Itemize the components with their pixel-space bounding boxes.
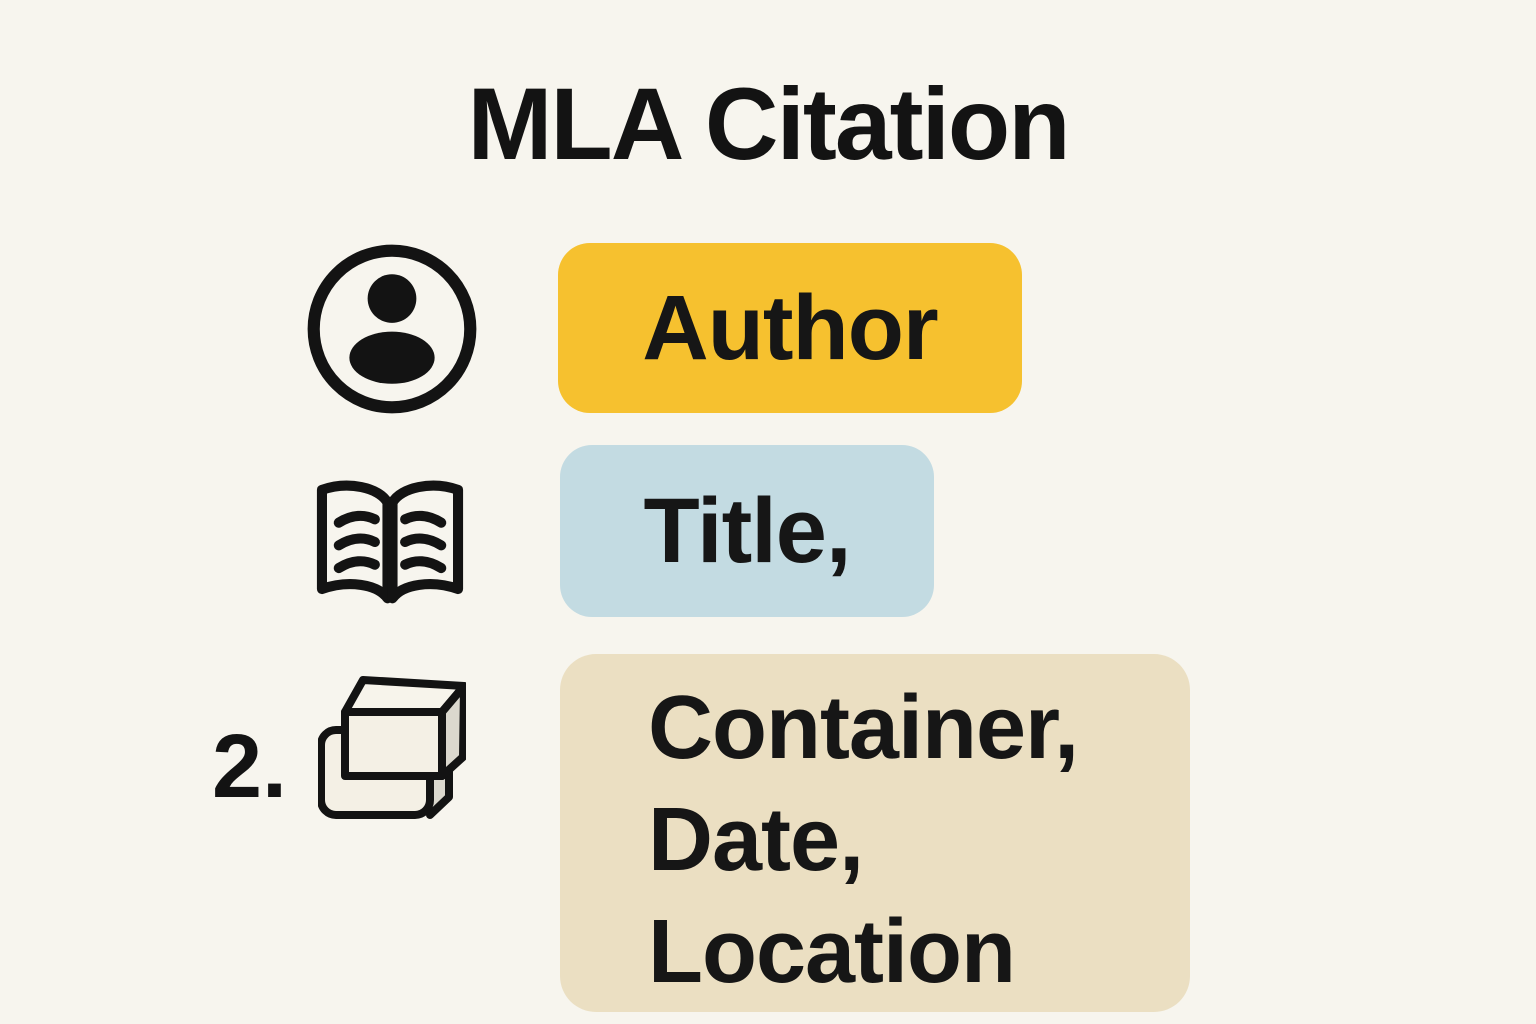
container-badge: Container, Date, Location (560, 654, 1190, 1012)
author-label: Author (642, 276, 938, 379)
author-badge: Author (558, 243, 1022, 413)
person-icon (307, 244, 477, 414)
open-book-icon (316, 480, 464, 604)
page-title: MLA Citation (467, 67, 1070, 181)
title-badge: Title, (560, 445, 934, 617)
container-label-line2: Date, (648, 790, 864, 890)
container-label-line1: Container, (648, 678, 1079, 778)
title-label: Title, (643, 479, 851, 582)
stacked-boxes-icon (318, 676, 466, 819)
container-label-line3: Location (648, 902, 1016, 1002)
list-number: 2. (212, 717, 288, 817)
